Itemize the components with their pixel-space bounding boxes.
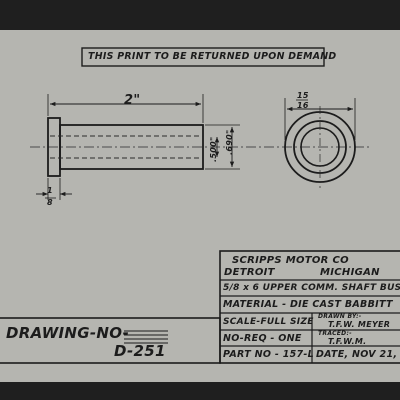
dark-border-bottom [0, 382, 400, 400]
length-dimension-label: 2" [124, 93, 141, 108]
traced-by-label: TRACED:- [318, 330, 352, 337]
flange-dimension [36, 178, 72, 200]
material: MATERIAL - DIE CAST BABBITT [223, 299, 393, 310]
flange-dimension-denominator: 8 [47, 198, 53, 207]
scale: SCALE-FULL SIZE [223, 317, 314, 327]
drawn-by-label: DRAWN BY:- [318, 313, 362, 320]
company-name: SCRIPPS MOTOR CO [232, 255, 349, 266]
drawing-number-value: D-251 [114, 342, 166, 360]
part-number: PART NO - 157-L [223, 349, 315, 360]
diameter-dimensions [205, 124, 240, 170]
length-dimension [47, 94, 204, 123]
drawing-paper [0, 30, 400, 382]
drawing-date: DATE, NOV 21, 19 [316, 349, 400, 360]
drawing-number-frame [0, 317, 221, 364]
notice-frame [81, 47, 325, 67]
end-dimension-denominator: 16 [297, 101, 309, 110]
drawing-number-label: DRAWING-NO- [6, 324, 130, 342]
bushing-body [59, 124, 204, 170]
end-dimension-numerator: 15 [297, 91, 309, 100]
outer-diameter-label: .690" [225, 129, 234, 155]
flange-dimension-whole: 1 [47, 186, 53, 195]
company-city: DETROIT [224, 267, 275, 278]
part-name: 5/8 x 6 UPPER COMM. SHAFT BUSHING [223, 283, 400, 293]
drawn-by: T.F.W. MEYER [328, 320, 391, 329]
title-block-frame [219, 250, 400, 364]
dark-border-top [0, 0, 400, 30]
traced-by: T.F.W.M. [328, 337, 367, 346]
end-view-dimension [284, 98, 356, 140]
company-state: MICHIGAN [320, 267, 380, 278]
inner-diameter-label: .500" [209, 136, 218, 162]
return-notice: THIS PRINT TO BE RETURNED UPON DEMAND [88, 51, 337, 62]
bushing-end-view [284, 106, 356, 188]
bushing-side-view [47, 117, 204, 177]
number-required: NO-REQ - ONE [223, 333, 302, 344]
